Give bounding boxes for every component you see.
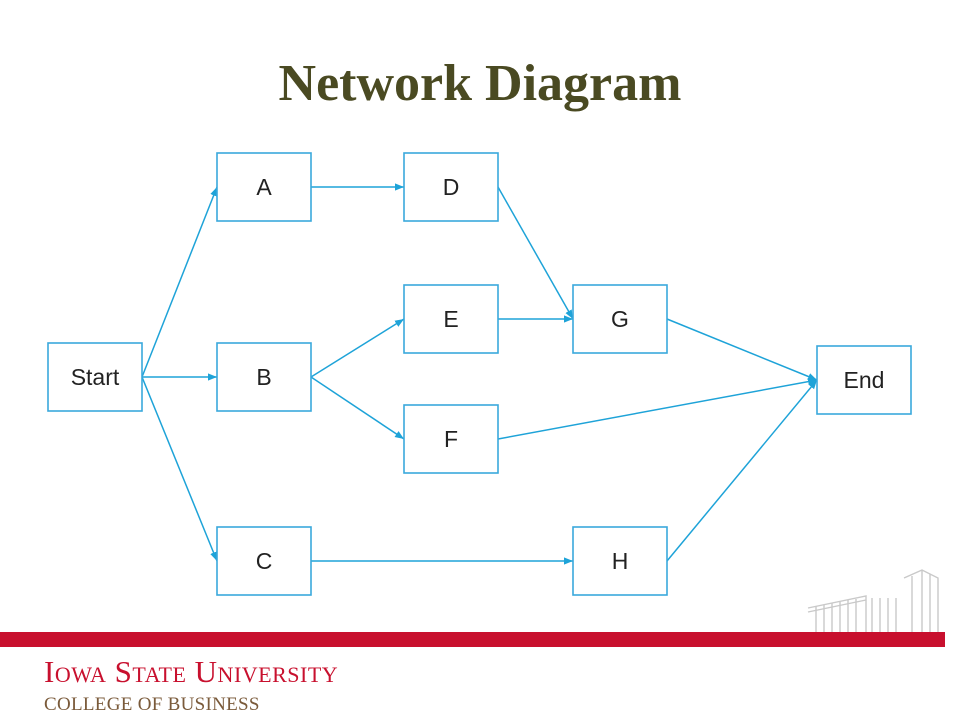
node-end: End [816, 345, 912, 415]
edges-layer [141, 183, 818, 565]
node-box [216, 342, 312, 412]
node-a: A [216, 152, 312, 222]
campanile-logo-icon [807, 569, 939, 632]
node-h: H [572, 526, 668, 596]
college-name: COLLEGE OF BUSINESS [44, 694, 260, 715]
node-label: End [844, 367, 885, 393]
university-wordmark: Iowa State University [44, 654, 339, 689]
edge-start-c [141, 376, 218, 562]
edge-f-end [497, 378, 818, 440]
edge-b-e [310, 318, 405, 378]
node-box [216, 526, 312, 596]
edge-h-end [666, 379, 818, 562]
node-b: B [216, 342, 312, 412]
node-label: G [611, 306, 629, 332]
edge-b-f [310, 376, 405, 440]
node-box [403, 152, 499, 222]
node-start: Start [47, 342, 143, 412]
node-f: F [403, 404, 499, 474]
node-d: D [403, 152, 499, 222]
node-label: F [444, 426, 458, 452]
node-e: E [403, 284, 499, 354]
node-g: G [572, 284, 668, 354]
slide-title: Network Diagram [278, 55, 682, 112]
footer-red-bar [0, 632, 945, 647]
node-label: D [443, 174, 460, 200]
node-label: C [256, 548, 273, 574]
node-c: C [216, 526, 312, 596]
node-label: Start [71, 364, 120, 390]
node-box [403, 284, 499, 354]
node-label: E [443, 306, 458, 332]
edge-start-a [141, 186, 218, 378]
edge-d-g [497, 186, 574, 320]
node-label: A [256, 174, 272, 200]
nodes-layer: Start A B C D E F G H End [47, 152, 912, 596]
node-box [816, 345, 912, 415]
node-box [47, 342, 143, 412]
node-box [403, 404, 499, 474]
node-box [216, 152, 312, 222]
node-label: B [256, 364, 271, 390]
node-box [572, 526, 668, 596]
edge-g-end [666, 318, 818, 381]
node-box [572, 284, 668, 354]
node-label: H [612, 548, 629, 574]
